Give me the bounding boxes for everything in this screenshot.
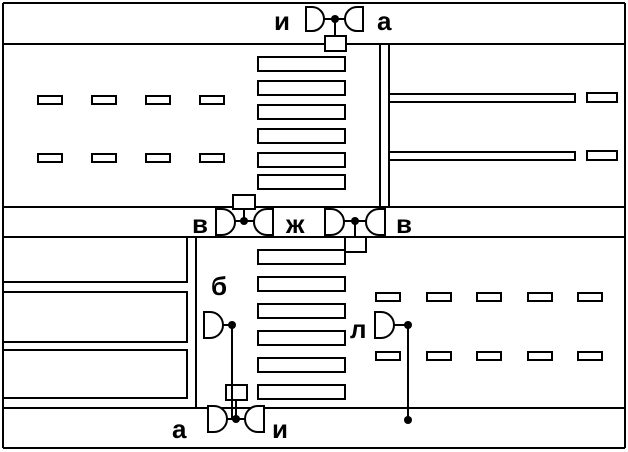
label-bottom-left: а xyxy=(172,414,187,444)
crosswalk-top xyxy=(257,56,346,190)
label-b: б xyxy=(211,271,227,301)
control-box xyxy=(344,236,367,253)
crosswalk-bottom xyxy=(257,249,346,400)
label-top-right: а xyxy=(377,6,392,36)
device-pair-mid-left xyxy=(215,208,274,236)
label-mid-center: ж xyxy=(285,209,305,239)
device-l xyxy=(374,311,412,424)
label-mid-left: в xyxy=(192,209,208,239)
block-bottom-left xyxy=(3,236,197,408)
lane-dashes-bottom-right xyxy=(375,292,603,361)
label-l: л xyxy=(350,314,367,344)
lane-dash xyxy=(586,92,618,103)
device-b xyxy=(203,311,236,420)
device-pair-bottom xyxy=(207,400,265,433)
label-top-left: и xyxy=(274,6,290,36)
device-pair-top xyxy=(305,6,364,36)
control-box xyxy=(225,384,248,401)
lane-dashes-top-left xyxy=(37,95,225,163)
label-mid-right: в xyxy=(396,209,412,239)
block-top-left xyxy=(379,44,390,207)
block-top-right xyxy=(389,92,618,161)
label-bottom-right: и xyxy=(272,414,288,444)
lane-dash xyxy=(586,150,618,161)
control-box xyxy=(324,35,347,52)
device-pair-mid-right xyxy=(324,208,386,237)
control-box xyxy=(232,194,256,210)
